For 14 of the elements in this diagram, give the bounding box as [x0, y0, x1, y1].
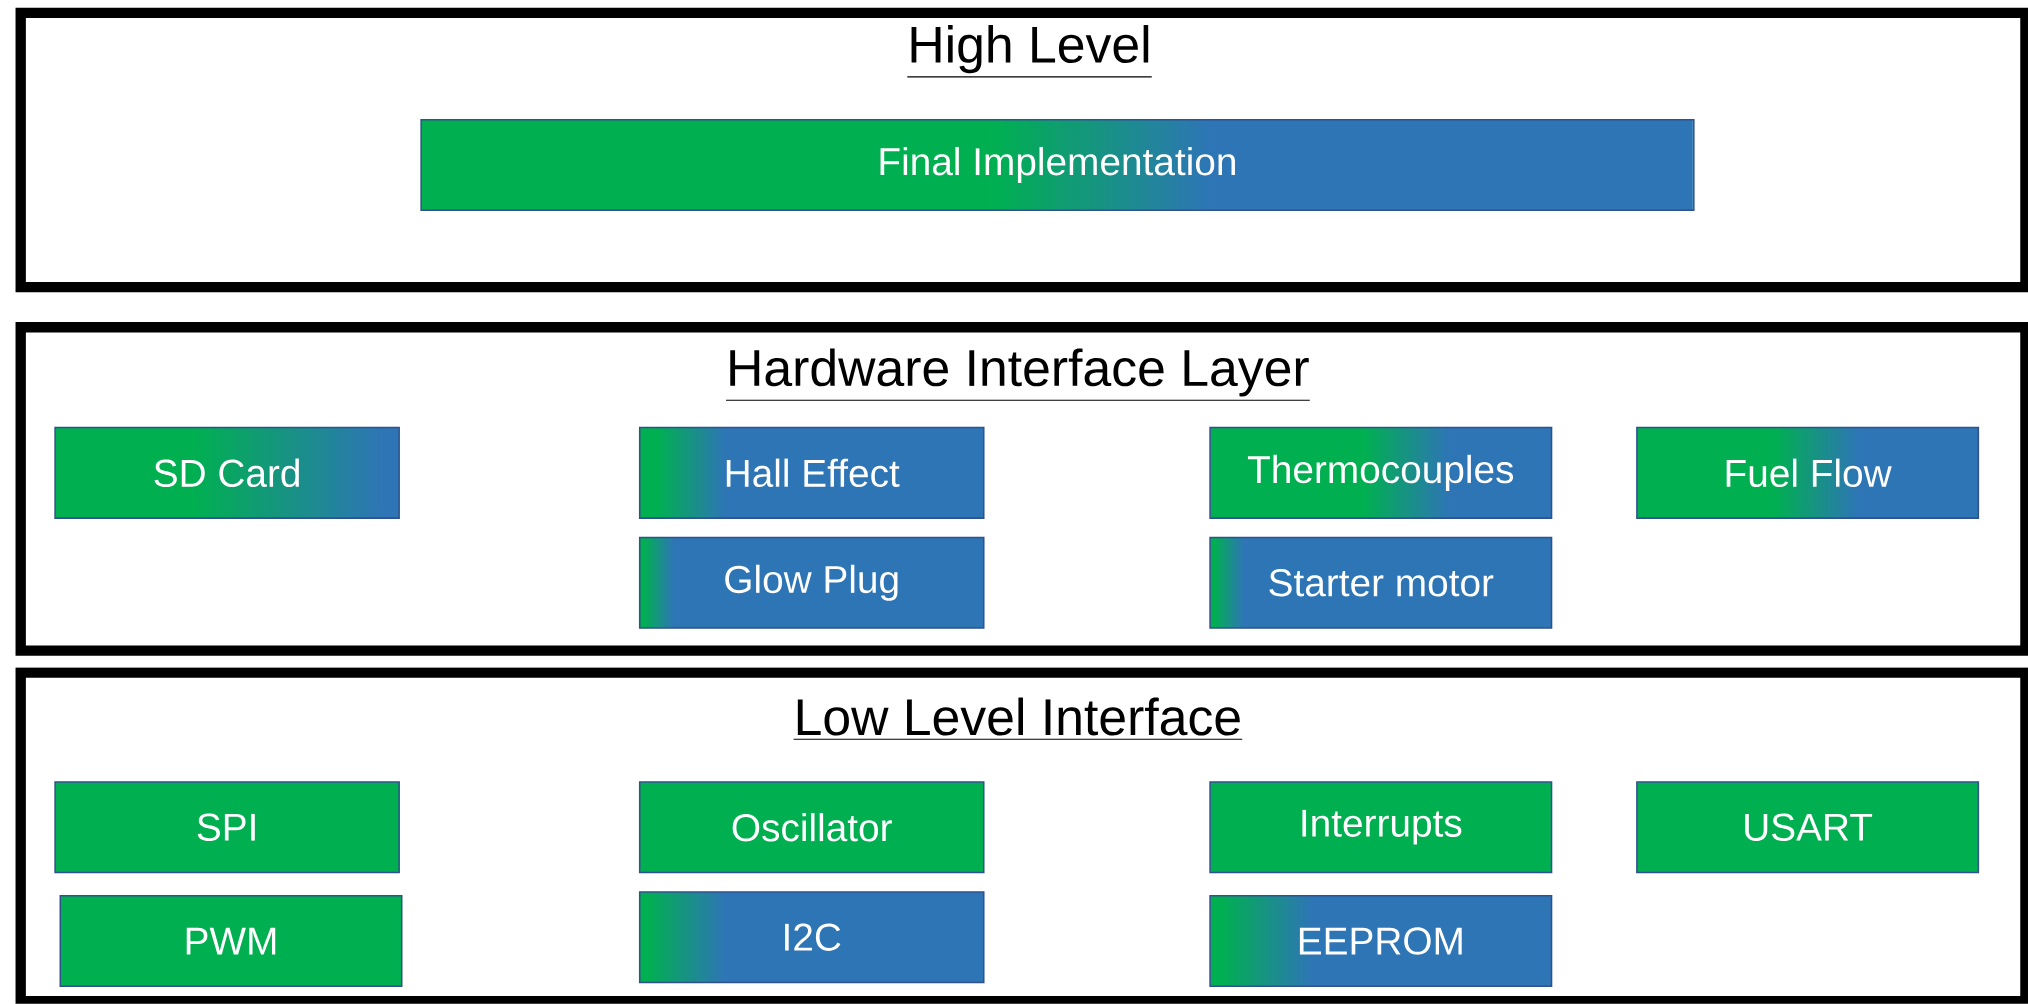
module-box: Glow Plug: [638, 536, 985, 629]
module-box: PWM: [59, 895, 403, 988]
module-box: Fuel Flow: [1636, 427, 1980, 520]
module-box: Thermocouples: [1209, 427, 1553, 520]
module-box: Hall Effect: [638, 427, 985, 520]
module-box: USART: [1636, 781, 1980, 874]
module-box: Oscillator: [638, 781, 985, 874]
module-box: SD Card: [54, 427, 400, 520]
module-box: Interrupts: [1209, 781, 1553, 874]
module-box: SPI: [54, 781, 400, 874]
module-box: Final Implementation: [420, 119, 1695, 212]
module-box: Starter motor: [1209, 536, 1553, 629]
module-box: I2C: [638, 891, 985, 984]
module-box: EEPROM: [1209, 895, 1553, 988]
